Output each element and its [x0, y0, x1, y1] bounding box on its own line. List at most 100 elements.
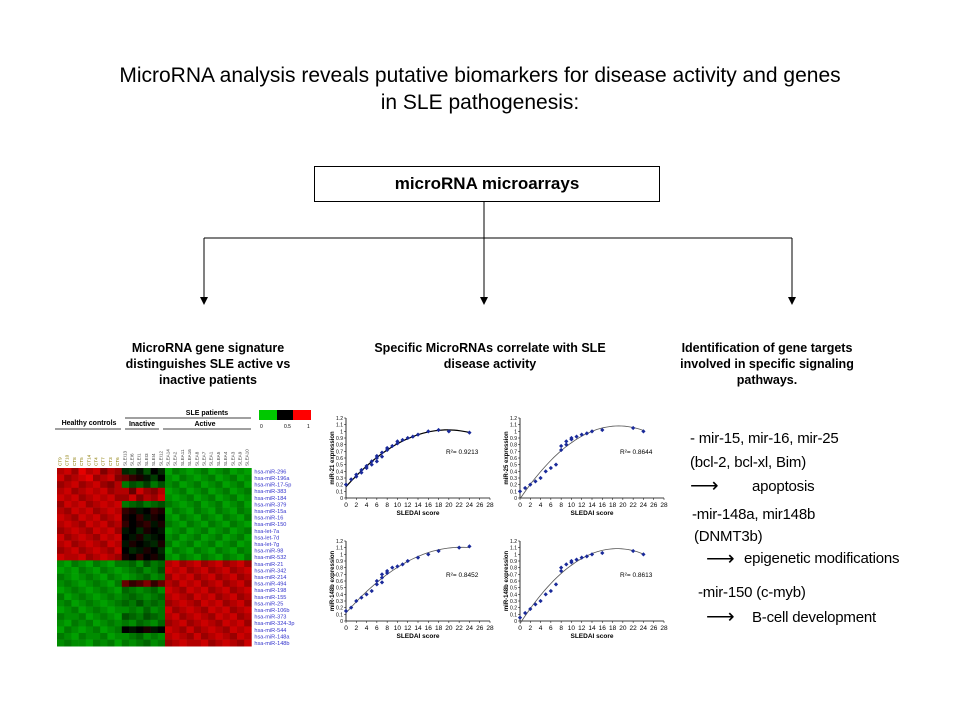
heatmap-row-label: hsa-miR-198: [254, 588, 286, 594]
heatmap-cell: [215, 586, 223, 594]
heatmap-cell: [143, 553, 151, 561]
heatmap-cell: [208, 534, 216, 541]
heatmap-cell: [165, 481, 173, 489]
data-point: [589, 429, 595, 434]
heatmap-cell: [201, 633, 209, 640]
heatmap-cell: [129, 613, 137, 621]
heatmap-cell: [222, 619, 231, 627]
heatmap-cell: [129, 639, 137, 647]
heatmap-cell: [229, 547, 238, 555]
heatmap-cell: [157, 540, 166, 548]
heatmap-cell: [193, 540, 202, 548]
heatmap-cell: [201, 501, 209, 508]
heatmap-cell: [150, 613, 159, 621]
heatmap-cell: [229, 514, 238, 522]
data-point: [343, 482, 349, 487]
heatmap-row-label: hsa-miR-17-5p: [254, 483, 291, 489]
heatmap-cell: [229, 553, 238, 561]
y-tick-label: 0.4: [336, 592, 343, 598]
target-3-line-1: -mir-150 (c-myb): [698, 584, 806, 601]
heatmap-cell: [229, 613, 238, 621]
heatmap-cell: [157, 613, 166, 621]
heatmap-cell: [179, 626, 187, 634]
heatmap-cell: [157, 619, 166, 627]
heatmap-cell: [179, 600, 187, 607]
heatmap-cell: [150, 481, 159, 489]
target-1-line-2: (bcl-2, bcl-xl, Bim): [690, 454, 807, 471]
heatmap-cell: [129, 540, 137, 548]
data-point: [600, 550, 605, 556]
branch-2-line-1: Specific MicroRNAs correlate with SLE: [374, 341, 606, 355]
data-point: [538, 598, 543, 604]
heatmap-cell: [222, 468, 231, 475]
heatmap-cell: [107, 613, 115, 621]
branch-3-line-1: Identification of gene targets: [681, 341, 853, 355]
heatmap-cell: [237, 633, 245, 640]
heatmap-cell: [157, 494, 166, 502]
heatmap-cell: [179, 580, 187, 588]
heatmap-cell: [244, 468, 252, 475]
heatmap-cell: [237, 560, 245, 568]
heatmap-cell: [57, 520, 65, 528]
heatmap-cell: [93, 481, 101, 489]
heatmap-cell: [229, 639, 238, 647]
heatmap-column-label: SLEA14: [166, 449, 171, 466]
heatmap-cell: [208, 573, 216, 581]
heatmap-cell: [100, 553, 108, 561]
heatmap-cell: [143, 567, 151, 574]
heatmap-cell: [165, 494, 173, 502]
heatmap-cell: [64, 639, 72, 647]
heatmap-column-label: CT10: [65, 454, 70, 466]
heatmap-cell: [208, 514, 216, 522]
x-tick-label: 16: [599, 502, 607, 509]
heatmap-cell: [165, 468, 173, 475]
heatmap-cell: [222, 487, 231, 495]
heatmap-cell: [150, 487, 159, 495]
x-tick-label: 10: [394, 625, 402, 632]
heatmap-cell: [244, 606, 252, 614]
heatmap-cell: [222, 580, 231, 588]
heatmap-cell: [179, 606, 187, 614]
heatmap-cell: [193, 593, 202, 601]
heatmap-cell: [93, 567, 101, 574]
heatmap-cell: [100, 514, 108, 522]
heatmap-cell: [165, 600, 173, 607]
y-tick-label: 0.1: [336, 489, 343, 495]
heatmap-cell: [229, 619, 238, 627]
heatmap-cell: [143, 520, 151, 528]
heatmap-cell: [237, 507, 245, 515]
heatmap-cell: [150, 606, 159, 614]
heatmap-cell: [85, 560, 94, 568]
data-point: [343, 608, 349, 614]
heatmap-cell: [93, 520, 101, 528]
heatmap-cell: [93, 633, 101, 640]
heatmap-cell: [222, 514, 231, 522]
heatmap-cell: [172, 474, 180, 482]
y-tick-label: 0.3: [336, 476, 343, 482]
heatmap-column-label: SLEI4: [151, 453, 156, 466]
heatmap-cell: [215, 494, 223, 502]
heatmap-cell: [143, 600, 151, 607]
heatmap-row-label: hsa-miR-148b: [254, 641, 289, 647]
heatmap-cell: [208, 606, 216, 614]
heatmap-cell: [93, 619, 101, 627]
heatmap-cell: [121, 567, 130, 574]
heatmap-cell: [136, 520, 144, 528]
heatmap-cell: [157, 553, 166, 561]
y-tick-label: 1.1: [336, 423, 343, 429]
heatmap-cell: [215, 613, 223, 621]
heatmap-cell: [208, 553, 216, 561]
heatmap-cell: [85, 514, 94, 522]
heatmap-cell: [114, 593, 123, 601]
heatmap-cell: [57, 580, 65, 588]
data-point: [559, 447, 564, 453]
heatmap-cell: [100, 527, 108, 535]
heatmap-cell: [179, 474, 187, 482]
data-point: [426, 429, 431, 434]
heatmap-cell: [201, 474, 209, 482]
heatmap-cell: [129, 468, 137, 475]
heatmap-cell: [64, 600, 72, 607]
heatmap-row-label: hsa-miR-15a: [254, 509, 287, 515]
heatmap-cell: [71, 553, 79, 561]
heatmap-cell: [193, 573, 202, 581]
